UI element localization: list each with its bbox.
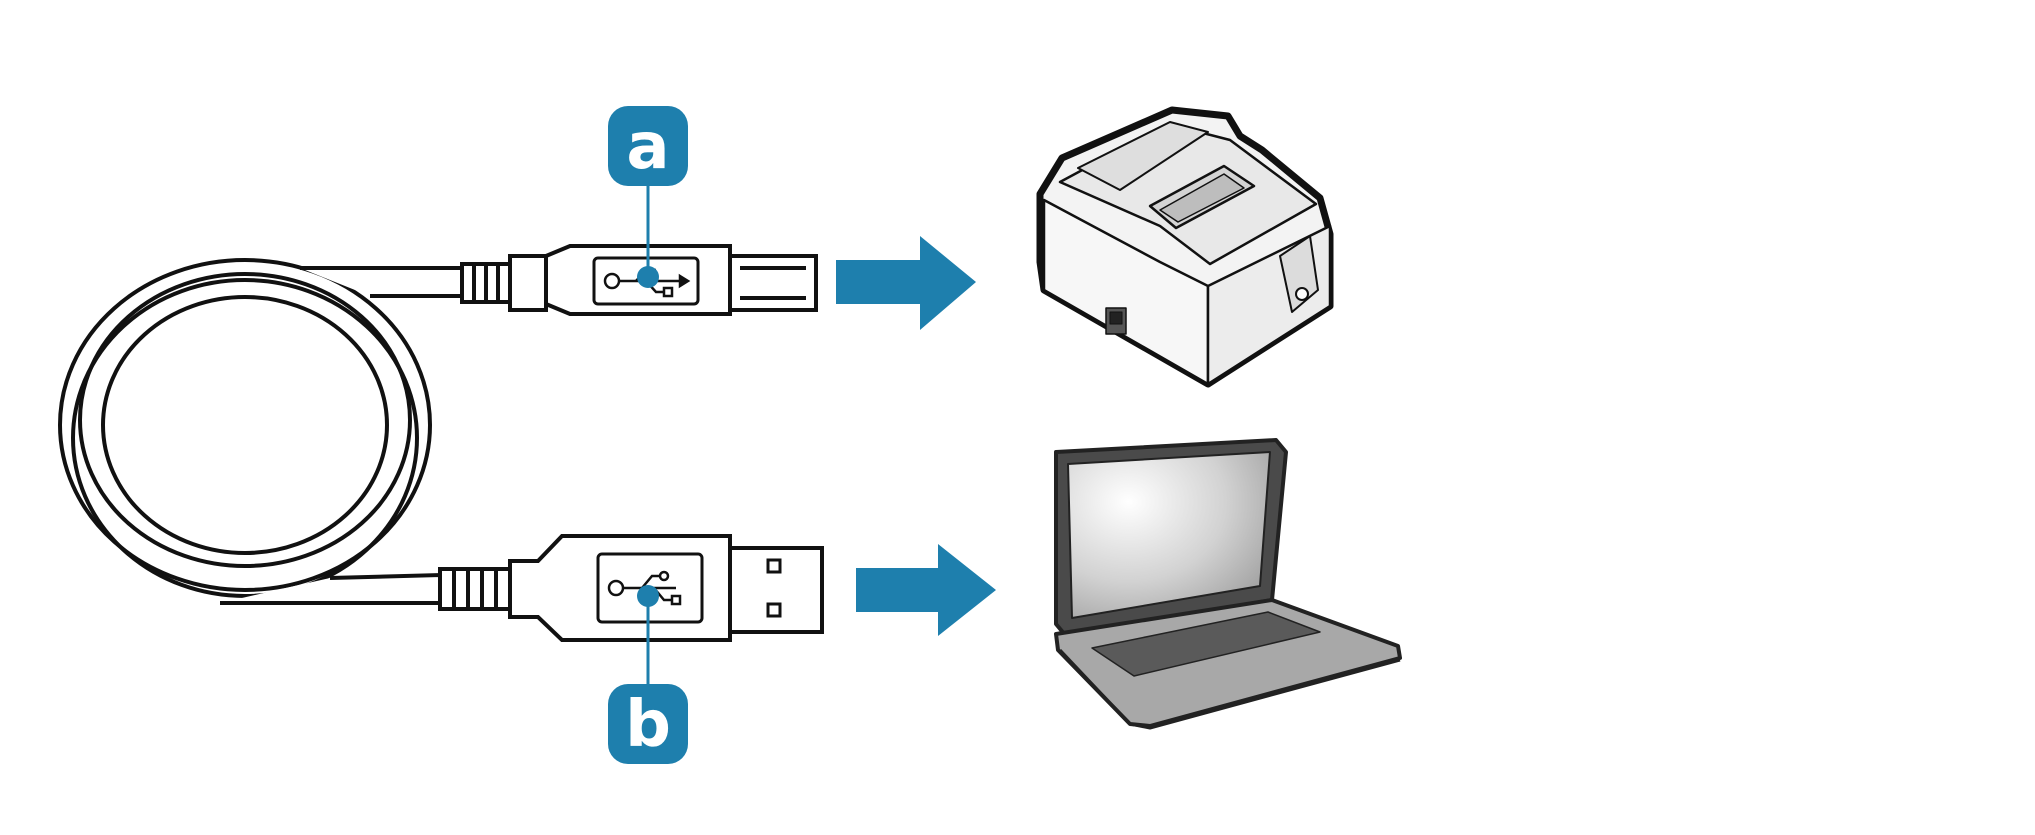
receipt-printer-icon	[1036, 106, 1334, 388]
callout-a-badge: a	[608, 106, 688, 186]
laptop-icon	[1054, 438, 1402, 730]
callout-a-anchor-dot	[637, 266, 659, 288]
callout-b-label: b	[625, 688, 671, 762]
usb-cable-coil	[58, 258, 432, 598]
arrow-right-icon	[856, 544, 996, 636]
callout-a-label: a	[626, 110, 669, 184]
arrow-right-icon	[836, 236, 976, 330]
callout-b-anchor-dot	[637, 585, 659, 607]
callout-b-badge: b	[608, 684, 688, 764]
usb-symbol-icon	[607, 570, 682, 606]
